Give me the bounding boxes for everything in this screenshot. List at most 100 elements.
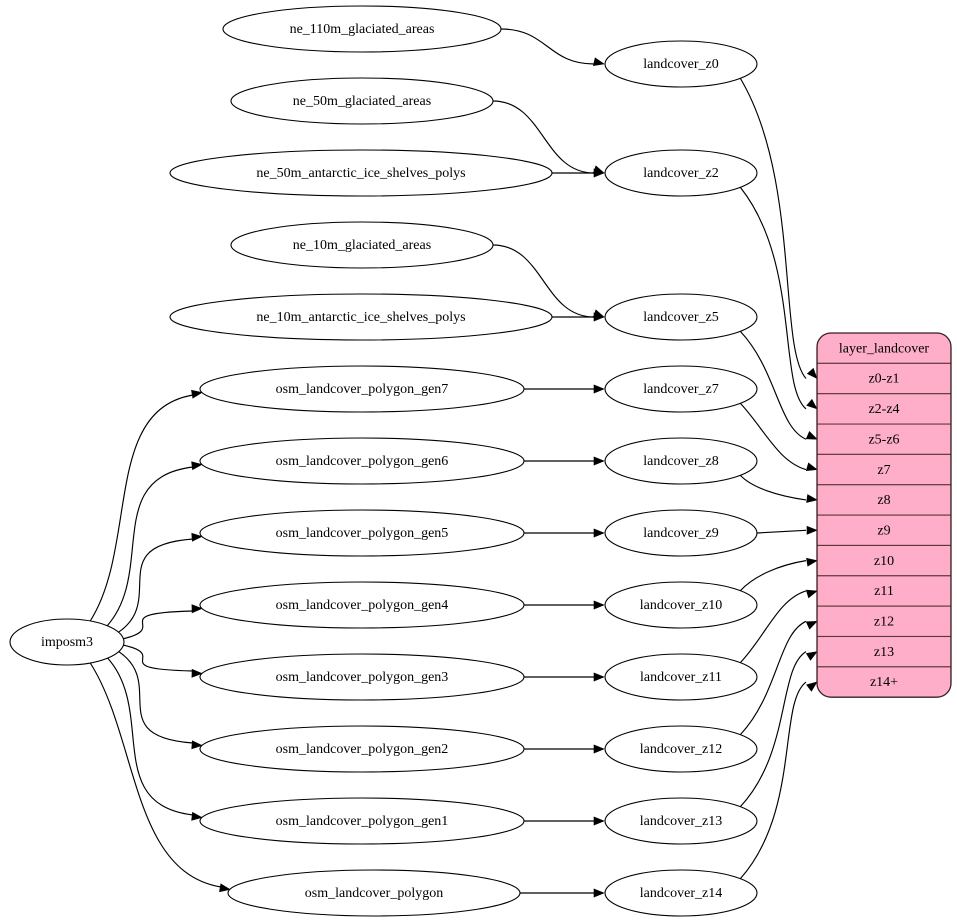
node-osm_landcover_polygon_gen5-label: osm_landcover_polygon_gen5 xyxy=(276,526,449,541)
layer-landcover-table: layer_landcoverz0-z1z2-z4z5-z6z7z8z9z10z… xyxy=(816,332,952,698)
node-osm_landcover_polygon_gen1[interactable]: osm_landcover_polygon_gen1 xyxy=(199,797,525,845)
table-row-cell[interactable] xyxy=(817,514,951,546)
table-row-cell[interactable] xyxy=(817,453,951,486)
node-ne_10m_antarctic_ice_shelves_polys-label: ne_10m_antarctic_ice_shelves_polys xyxy=(256,310,465,325)
node-landcover_z14[interactable]: landcover_z14 xyxy=(604,869,758,917)
node-landcover_z11-label: landcover_z11 xyxy=(640,670,722,685)
edge-landcover_z11-to-row-7 xyxy=(739,590,807,664)
node-osm_landcover_polygon_gen2[interactable]: osm_landcover_polygon_gen2 xyxy=(199,725,525,773)
node-landcover_z12[interactable]: landcover_z12 xyxy=(604,725,758,773)
edge-arrowhead xyxy=(593,456,605,466)
edge-arrowhead xyxy=(806,525,818,535)
node-landcover_z0-label: landcover_z0 xyxy=(643,57,718,72)
edge-imposm3-to-osm_landcover_polygon_gen4 xyxy=(123,610,194,640)
node-landcover_z10[interactable]: landcover_z10 xyxy=(604,581,758,629)
edge-arrowhead xyxy=(805,620,818,630)
edge-arrowhead xyxy=(805,462,818,471)
edge-arrowhead xyxy=(806,494,818,503)
table-row-label: z11 xyxy=(874,584,894,599)
edge-arrowhead xyxy=(219,883,231,893)
table-row-cell[interactable] xyxy=(817,575,951,607)
node-ne_50m_glaciated_areas[interactable]: ne_50m_glaciated_areas xyxy=(230,77,494,125)
node-landcover_z7[interactable]: landcover_z7 xyxy=(604,365,758,413)
node-landcover_z12-label: landcover_z12 xyxy=(640,742,722,757)
node-osm_landcover_polygon_gen1-shape xyxy=(199,797,525,845)
node-osm_landcover_polygon_gen7-label: osm_landcover_polygon_gen7 xyxy=(276,382,449,397)
node-ne_50m_glaciated_areas-label: ne_50m_glaciated_areas xyxy=(293,94,431,109)
node-landcover_z9[interactable]: landcover_z9 xyxy=(604,509,758,557)
node-ne_110m_glaciated_areas[interactable]: ne_110m_glaciated_areas xyxy=(222,5,502,53)
edge-arrowhead xyxy=(593,744,605,754)
edge-landcover_z10-to-row-6 xyxy=(739,560,807,592)
node-landcover_z8[interactable]: landcover_z8 xyxy=(604,437,758,485)
edge-arrowhead xyxy=(593,384,605,394)
node-landcover_z14-shape xyxy=(604,869,758,917)
edge-arrowhead xyxy=(593,168,605,178)
node-landcover_z13[interactable]: landcover_z13 xyxy=(604,797,758,845)
node-osm_landcover_polygon_gen7-shape xyxy=(199,365,525,413)
edge-arrowhead xyxy=(806,557,818,567)
node-landcover_z2[interactable]: landcover_z2 xyxy=(604,149,758,197)
edge-imposm3-to-osm_landcover_polygon xyxy=(89,662,222,888)
edge-arrowhead xyxy=(593,528,605,538)
node-ne_10m_glaciated_areas[interactable]: ne_10m_glaciated_areas xyxy=(230,221,494,269)
node-landcover_z7-shape xyxy=(604,365,758,413)
node-osm_landcover_polygon_gen4-shape xyxy=(199,581,525,629)
node-landcover_z0-shape xyxy=(604,40,758,88)
table-header-label: layer_landcover xyxy=(839,341,930,356)
node-imposm3-label: imposm3 xyxy=(41,635,93,650)
table-row-cell[interactable] xyxy=(817,666,951,698)
edge-arrowhead xyxy=(805,589,818,599)
node-ne_50m_antarctic_ice_shelves_polys[interactable]: ne_50m_antarctic_ice_shelves_polys xyxy=(169,149,553,197)
node-ne_50m_glaciated_areas-shape xyxy=(230,77,494,125)
node-imposm3-shape xyxy=(9,618,125,666)
edge-arrowhead xyxy=(805,651,818,661)
node-ne_10m_glaciated_areas-shape xyxy=(230,221,494,269)
node-landcover_z2-shape xyxy=(604,149,758,197)
node-osm_landcover_polygon_gen7[interactable]: osm_landcover_polygon_gen7 xyxy=(199,365,525,413)
node-osm_landcover_polygon_gen3[interactable]: osm_landcover_polygon_gen3 xyxy=(199,653,525,701)
edge-landcover_z13-to-row-9 xyxy=(739,651,807,808)
node-landcover_z0[interactable]: landcover_z0 xyxy=(604,40,758,88)
node-osm_landcover_polygon_gen2-label: osm_landcover_polygon_gen2 xyxy=(276,742,449,757)
node-imposm3[interactable]: imposm3 xyxy=(9,618,125,666)
edge-imposm3-to-osm_landcover_polygon_gen2 xyxy=(118,651,194,744)
edge-arrowhead xyxy=(191,532,203,542)
edge-imposm3-to-osm_landcover_polygon_gen5 xyxy=(118,538,194,633)
table-row-label: z0-z1 xyxy=(868,372,899,387)
node-landcover_z10-shape xyxy=(604,581,758,629)
edge-arrowhead xyxy=(191,604,203,614)
node-osm_landcover_polygon_gen6[interactable]: osm_landcover_polygon_gen6 xyxy=(199,437,525,485)
node-osm_landcover_polygon_gen4[interactable]: osm_landcover_polygon_gen4 xyxy=(199,581,525,629)
edge-arrowhead xyxy=(593,888,605,898)
table-row-cell[interactable] xyxy=(817,362,951,395)
node-ne_10m_antarctic_ice_shelves_polys[interactable]: ne_10m_antarctic_ice_shelves_polys xyxy=(169,293,553,341)
edge-ne_110m_glaciated_areas-to-landcover_z0 xyxy=(500,28,595,65)
node-landcover_z14-label: landcover_z14 xyxy=(640,886,722,901)
node-landcover_z5-label: landcover_z5 xyxy=(643,310,718,325)
edge-landcover_z14-to-row-10 xyxy=(739,681,807,880)
node-osm_landcover_polygon_gen5[interactable]: osm_landcover_polygon_gen5 xyxy=(199,509,525,557)
node-ne_50m_antarctic_ice_shelves_polys-shape xyxy=(169,149,553,197)
table-row-cell[interactable] xyxy=(817,423,951,455)
node-osm_landcover_polygon_gen2-shape xyxy=(199,725,525,773)
table-row-label: z9 xyxy=(877,523,890,538)
edge-landcover_z7-to-row-3 xyxy=(739,402,807,471)
nodes-layer: ne_110m_glaciated_areas ne_50m_glaciated_… xyxy=(9,5,758,917)
node-osm_landcover_polygon_gen5-shape xyxy=(199,509,525,557)
node-landcover_z5[interactable]: landcover_z5 xyxy=(604,293,758,341)
node-landcover_z5-shape xyxy=(604,293,758,341)
edge-arrowhead xyxy=(191,461,203,471)
table-cells: layer_landcoverz0-z1z2-z4z5-z6z7z8z9z10z… xyxy=(817,333,951,698)
node-landcover_z13-shape xyxy=(604,797,758,845)
table-row-cell[interactable] xyxy=(817,605,951,638)
edge-arrowhead xyxy=(593,600,605,610)
node-landcover_z11[interactable]: landcover_z11 xyxy=(604,653,758,701)
table-row-cell[interactable] xyxy=(817,544,951,577)
node-osm_landcover_polygon[interactable]: osm_landcover_polygon xyxy=(227,869,521,917)
edge-imposm3-to-osm_landcover_polygon_gen3 xyxy=(123,644,194,672)
node-ne_10m_glaciated_areas-label: ne_10m_glaciated_areas xyxy=(293,238,431,253)
edge-arrowhead xyxy=(805,431,818,440)
table-row-cell[interactable] xyxy=(817,635,951,668)
